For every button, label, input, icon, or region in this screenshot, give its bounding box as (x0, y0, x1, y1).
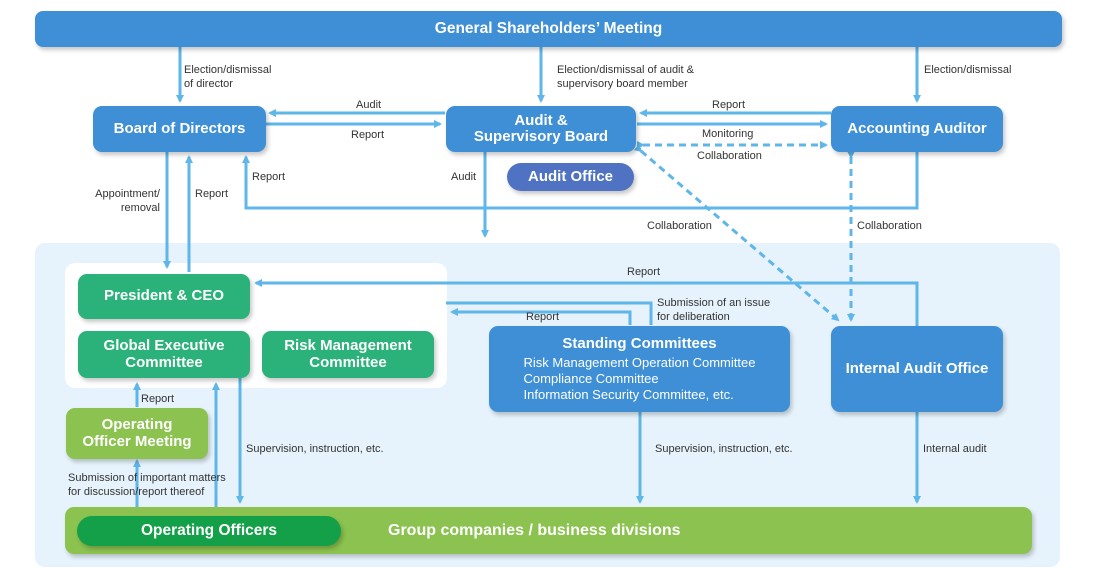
label-appointment: Appointment/ removal (95, 188, 160, 215)
label-monitoring: Monitoring (702, 128, 754, 140)
shareholders-meeting-box: General Shareholders’ Meeting (35, 11, 1062, 47)
arrow-collaboration-diag (633, 144, 840, 322)
arrow-report-standing (450, 308, 632, 325)
operating-meeting-label-line2: Officer Meeting (82, 432, 192, 450)
standing-item-compliance: Compliance Committee (523, 370, 659, 386)
audit-board-label-line1: Audit & (514, 111, 568, 129)
operating-officer-meeting-box: Operating Officer Meeting (66, 408, 208, 459)
audit-office-label: Audit Office (528, 167, 613, 185)
label-report-mid: Report (351, 129, 385, 141)
label-submission-important: Submission of important matters for disc… (68, 472, 226, 499)
label-report-right: Report (712, 99, 746, 111)
label-collaboration-ab: Collaboration (697, 150, 762, 162)
internal-audit-office-label: Internal Audit Office (845, 359, 989, 377)
shareholders-meeting-label: General Shareholders’ Meeting (434, 19, 663, 37)
standing-committees-box: Standing Committees Risk Management Oper… (489, 326, 790, 412)
accounting-auditor-box: Accounting Auditor (831, 106, 1003, 152)
label-election-director: Election/dismissal of director (184, 64, 272, 91)
board-of-directors-label: Board of Directors (113, 119, 246, 137)
internal-audit-office-box: Internal Audit Office (831, 326, 1003, 412)
global-exec-label-line2: Committee (125, 353, 203, 371)
arrow-report-internal (254, 279, 919, 326)
label-report-board-loop: Report (252, 171, 286, 183)
board-of-directors-box: Board of Directors (93, 106, 266, 152)
group-companies-box: Group companies / business divisions (65, 507, 1032, 554)
operating-officers-box: Operating Officers (77, 516, 341, 546)
operating-officers-label: Operating Officers (140, 521, 278, 539)
standing-committees-title: Standing Committees (562, 334, 717, 352)
accounting-auditor-label: Accounting Auditor (847, 119, 987, 137)
label-collaboration-vert: Collaboration (857, 220, 922, 232)
risk-mgmt-label-line2: Committee (309, 353, 387, 371)
label-election-audit: Election/dismissal of audit & supervisor… (557, 64, 694, 91)
president-ceo-label: President & CEO (103, 287, 225, 305)
audit-office-box: Audit Office (507, 163, 634, 191)
audit-board-label-line2: Supervisory Board (473, 128, 609, 145)
risk-mgmt-label-line1: Risk Management (284, 337, 412, 355)
label-audit-top: Audit (356, 99, 382, 111)
operating-meeting-label-line1: Operating (101, 416, 173, 434)
label-supervision-left: Supervision, instruction, etc. (246, 443, 384, 455)
label-report-president: Report (195, 188, 229, 200)
president-ceo-box: President & CEO (78, 274, 250, 319)
standing-item-risk: Risk Management Operation Committee (523, 354, 756, 370)
label-report-standing: Report (526, 311, 560, 323)
risk-management-committee-box: Risk Management Committee (262, 331, 434, 378)
label-report-internal: Report (627, 266, 661, 278)
global-executive-committee-box: Global Executive Committee (78, 331, 250, 378)
audit-supervisory-board-box: Audit & Supervisory Board (446, 106, 636, 152)
label-election-auditor: Election/dismissal (924, 64, 1012, 76)
label-supervision-right: Supervision, instruction, etc. (655, 443, 793, 455)
label-collaboration-diag: Collaboration (647, 220, 712, 232)
group-companies-label: Group companies / business divisions (388, 521, 681, 539)
arrow-report-loop (242, 152, 919, 210)
label-submission-issue: Submission of an issue for deliberation (657, 297, 771, 324)
label-audit-down: Audit (451, 171, 477, 183)
global-exec-label-line1: Global Executive (103, 337, 225, 355)
label-report-meeting: Report (141, 393, 175, 405)
label-internal-audit: Internal audit (923, 443, 987, 455)
standing-item-infosec: Information Security Committee, etc. (523, 386, 734, 402)
